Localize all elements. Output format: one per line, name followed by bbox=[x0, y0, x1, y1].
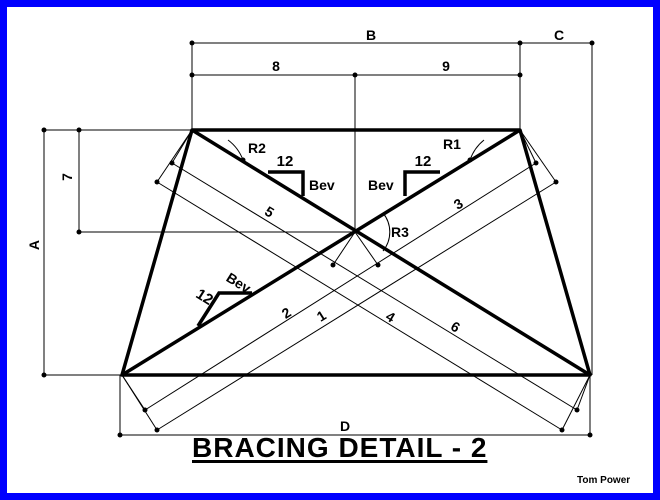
bevel-label-left: Bev bbox=[309, 177, 335, 193]
radius-label-r3: R3 bbox=[391, 224, 409, 240]
dim-label-c: C bbox=[554, 27, 564, 43]
bevel-label-right: Bev bbox=[368, 177, 394, 193]
member-label-3: 3 bbox=[451, 195, 466, 213]
radius-label-r2: R2 bbox=[248, 140, 266, 156]
dim-label-9: 9 bbox=[442, 58, 450, 74]
dim-label-b: B bbox=[366, 27, 376, 43]
dimension-lines bbox=[43, 42, 593, 436]
diagram-title: BRACING DETAIL - 2 bbox=[192, 432, 488, 463]
member-label-4: 4 bbox=[383, 308, 398, 326]
bevel-rise-lower: 12 bbox=[193, 286, 216, 309]
author-credit: Tom Power bbox=[577, 475, 631, 486]
member-label-2: 2 bbox=[279, 304, 294, 322]
trapezoid-frame bbox=[120, 128, 592, 377]
radius-label-r1: R1 bbox=[443, 136, 461, 152]
dim-label-d: D bbox=[340, 418, 350, 434]
member-label-5: 5 bbox=[262, 203, 277, 221]
bevel-rise-left: 12 bbox=[277, 153, 294, 170]
dim-label-8: 8 bbox=[272, 58, 280, 74]
bevel-rise-right: 12 bbox=[415, 153, 432, 170]
bevel-marks bbox=[196, 170, 440, 327]
dim-label-7: 7 bbox=[59, 173, 75, 181]
member-label-1: 1 bbox=[314, 307, 329, 325]
dim-label-a: A bbox=[26, 240, 42, 250]
